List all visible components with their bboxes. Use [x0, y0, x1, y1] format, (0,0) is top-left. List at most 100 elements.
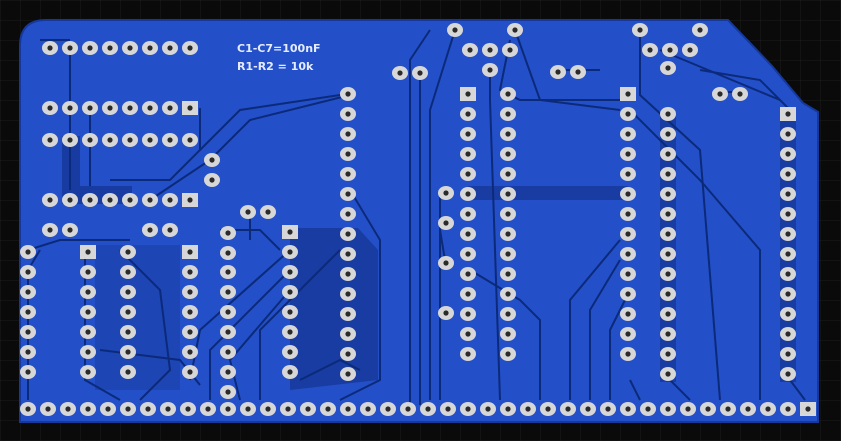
- pad: [20, 265, 36, 279]
- pad: [660, 247, 676, 261]
- pad: [240, 402, 256, 416]
- pad: [438, 256, 454, 270]
- trace: [27, 239, 130, 251]
- pad: [660, 187, 676, 201]
- pad: [42, 41, 58, 55]
- pad: [660, 227, 676, 241]
- pad: [460, 147, 476, 161]
- pad: [220, 365, 236, 379]
- pad: [42, 193, 58, 207]
- pad: [82, 101, 98, 115]
- pad: [780, 247, 796, 261]
- pad: [760, 402, 776, 416]
- pad-square: [460, 87, 476, 101]
- pad: [780, 267, 796, 281]
- trace: [669, 379, 691, 401]
- pad: [220, 226, 236, 240]
- pad: [340, 347, 356, 361]
- pad: [400, 402, 416, 416]
- pad: [500, 127, 516, 141]
- pad: [660, 167, 676, 181]
- pad: [500, 327, 516, 341]
- pad: [280, 402, 296, 416]
- pad: [340, 327, 356, 341]
- pad: [620, 247, 636, 261]
- pad-square: [282, 225, 298, 239]
- pad: [80, 285, 96, 299]
- pad: [82, 41, 98, 55]
- pad: [550, 65, 566, 79]
- pad: [460, 287, 476, 301]
- pad: [660, 107, 676, 121]
- pad: [220, 325, 236, 339]
- pad: [700, 402, 716, 416]
- pad: [20, 325, 36, 339]
- pad: [120, 265, 136, 279]
- pad: [340, 207, 356, 221]
- trace: [699, 69, 791, 111]
- pad: [507, 23, 523, 37]
- pad: [42, 101, 58, 115]
- pad: [460, 327, 476, 341]
- pad: [260, 402, 276, 416]
- pad: [620, 287, 636, 301]
- pad: [460, 127, 476, 141]
- pad: [182, 345, 198, 359]
- pad: [122, 41, 138, 55]
- trace: [429, 29, 456, 400]
- pad: [42, 133, 58, 147]
- pad: [282, 285, 298, 299]
- pad: [182, 41, 198, 55]
- pad: [620, 187, 636, 201]
- pad: [102, 101, 118, 115]
- trace: [299, 358, 361, 381]
- pad: [620, 167, 636, 181]
- pad: [102, 133, 118, 147]
- pad: [340, 367, 356, 381]
- pad: [480, 402, 496, 416]
- pad: [520, 402, 536, 416]
- pad: [440, 402, 456, 416]
- pad: [482, 43, 498, 57]
- pad: [282, 245, 298, 259]
- pad: [340, 167, 356, 181]
- pad: [780, 167, 796, 181]
- pad: [220, 402, 236, 416]
- pad: [712, 87, 728, 101]
- pad: [620, 127, 636, 141]
- pad: [182, 133, 198, 147]
- silkscreen-resistor-note: R1-R2 = 10k: [237, 60, 314, 73]
- pad: [392, 66, 408, 80]
- pad-square: [80, 245, 96, 259]
- pad: [140, 402, 156, 416]
- pad: [640, 402, 656, 416]
- pad: [40, 402, 56, 416]
- pad: [500, 307, 516, 321]
- pad: [780, 227, 796, 241]
- pad: [500, 402, 516, 416]
- pad: [122, 193, 138, 207]
- pad: [120, 365, 136, 379]
- pad: [82, 133, 98, 147]
- pad: [20, 365, 36, 379]
- pad: [460, 107, 476, 121]
- pad: [500, 107, 516, 121]
- pad: [240, 205, 256, 219]
- pad: [340, 267, 356, 281]
- pad: [620, 147, 636, 161]
- pad: [460, 267, 476, 281]
- pad: [220, 305, 236, 319]
- pad: [500, 147, 516, 161]
- pad: [320, 402, 336, 416]
- silkscreen-capacitor-note: C1-C7=100nF: [237, 42, 321, 55]
- trace: [228, 289, 291, 401]
- pad: [160, 402, 176, 416]
- pad: [182, 325, 198, 339]
- pad: [660, 127, 676, 141]
- pad: [204, 153, 220, 167]
- pad: [620, 402, 636, 416]
- pad: [500, 167, 516, 181]
- pad: [660, 207, 676, 221]
- pad: [204, 173, 220, 187]
